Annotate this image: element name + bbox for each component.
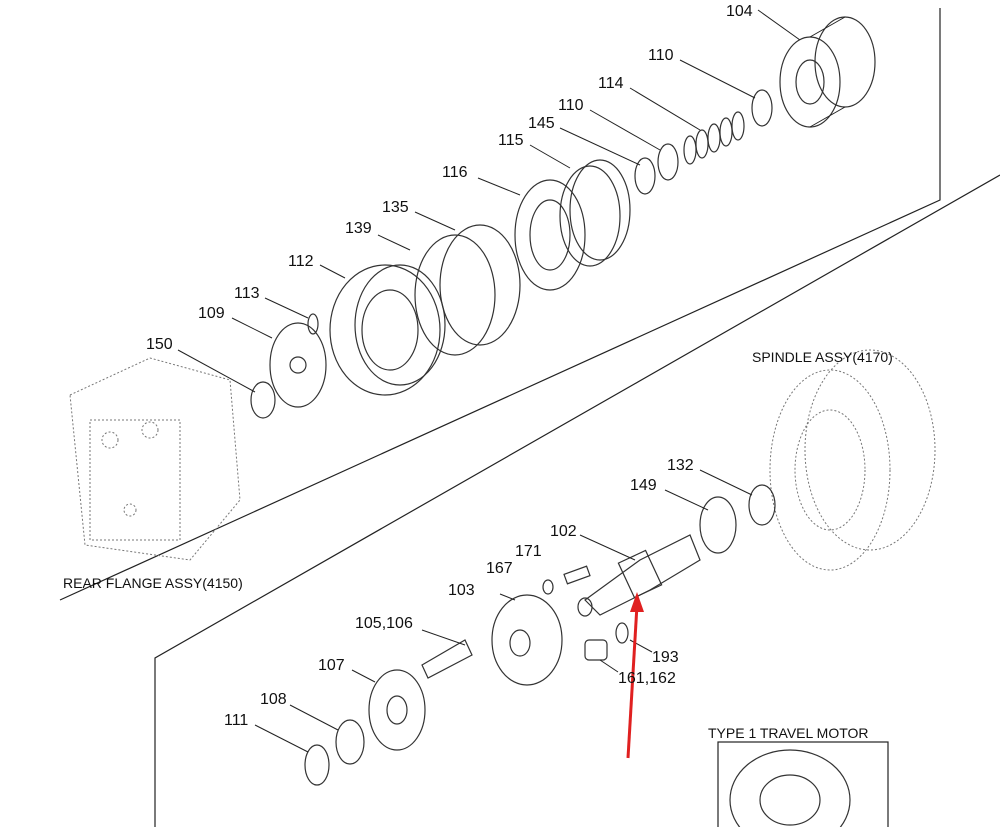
part-114-spring <box>683 111 745 165</box>
spindle-assy <box>769 349 936 571</box>
label-116: 116 <box>442 164 468 181</box>
part-135-oring <box>439 224 521 346</box>
label-rear-flange-assy: REAR FLANGE ASSY(4150) <box>63 575 243 591</box>
part-150-bearing <box>250 381 276 419</box>
part-110-ring-b <box>657 143 679 181</box>
label-161-162: 161,162 <box>618 670 676 687</box>
label-193: 193 <box>652 649 679 666</box>
part-107-retainer-plate <box>368 669 426 751</box>
frame-upper <box>59 8 941 601</box>
part-171-pin <box>563 565 591 585</box>
label-108: 108 <box>260 691 287 708</box>
part-193-spring <box>615 622 629 644</box>
label-107: 107 <box>318 657 345 674</box>
label-171: 171 <box>515 543 542 560</box>
label-109: 109 <box>198 305 225 322</box>
label-115: 115 <box>498 132 524 149</box>
label-spindle-assy: SPINDLE ASSY(4170) <box>752 349 893 365</box>
frame-lower <box>154 174 1000 827</box>
part-103-swash-plate <box>491 594 563 686</box>
part-111-ring <box>304 744 330 786</box>
part-109-valve-plate <box>269 322 327 408</box>
part-139-oring <box>414 234 496 356</box>
label-145: 145 <box>528 115 555 132</box>
label-111: 111 <box>224 712 248 729</box>
label-150: 150 <box>146 336 173 353</box>
label-103: 103 <box>448 582 475 599</box>
rear-flange-assy <box>69 357 241 561</box>
label-167: 167 <box>486 560 513 577</box>
part-110-ring <box>751 89 773 127</box>
part-132-ring <box>748 484 776 526</box>
type1-motor-thumbnail <box>729 749 851 827</box>
part-145-ring <box>634 157 656 195</box>
label-110: 110 <box>648 47 674 64</box>
part-116-plate <box>514 179 586 291</box>
part-108-bushing <box>335 719 365 765</box>
part-115-brake-disc <box>559 159 631 267</box>
label-112: 112 <box>288 253 314 270</box>
label-149: 149 <box>630 477 657 494</box>
part-112-piston <box>329 264 446 396</box>
part-167-ball <box>542 579 554 595</box>
red-arrow-indicator <box>626 592 644 759</box>
label-139: 139 <box>345 220 372 237</box>
label-104: 104 <box>726 3 753 20</box>
type1-inset-frame <box>717 741 889 827</box>
part-102-shaft <box>577 534 701 617</box>
label-105-106: 105,106 <box>355 615 413 632</box>
leader-lines <box>177 9 801 753</box>
part-113-spring <box>307 313 319 335</box>
part-104-cylinder-block <box>779 16 876 128</box>
label-110-b: 110 <box>558 97 584 114</box>
label-113: 113 <box>234 285 260 302</box>
part-149-bearing <box>699 496 737 554</box>
label-type1-travel-motor: TYPE 1 TRAVEL MOTOR <box>708 725 869 741</box>
part-105-106-piston <box>421 639 473 679</box>
part-161-162-seat <box>584 639 608 661</box>
label-132: 132 <box>667 457 694 474</box>
label-102: 102 <box>550 523 577 540</box>
label-114: 114 <box>598 75 624 92</box>
label-135: 135 <box>382 199 409 216</box>
